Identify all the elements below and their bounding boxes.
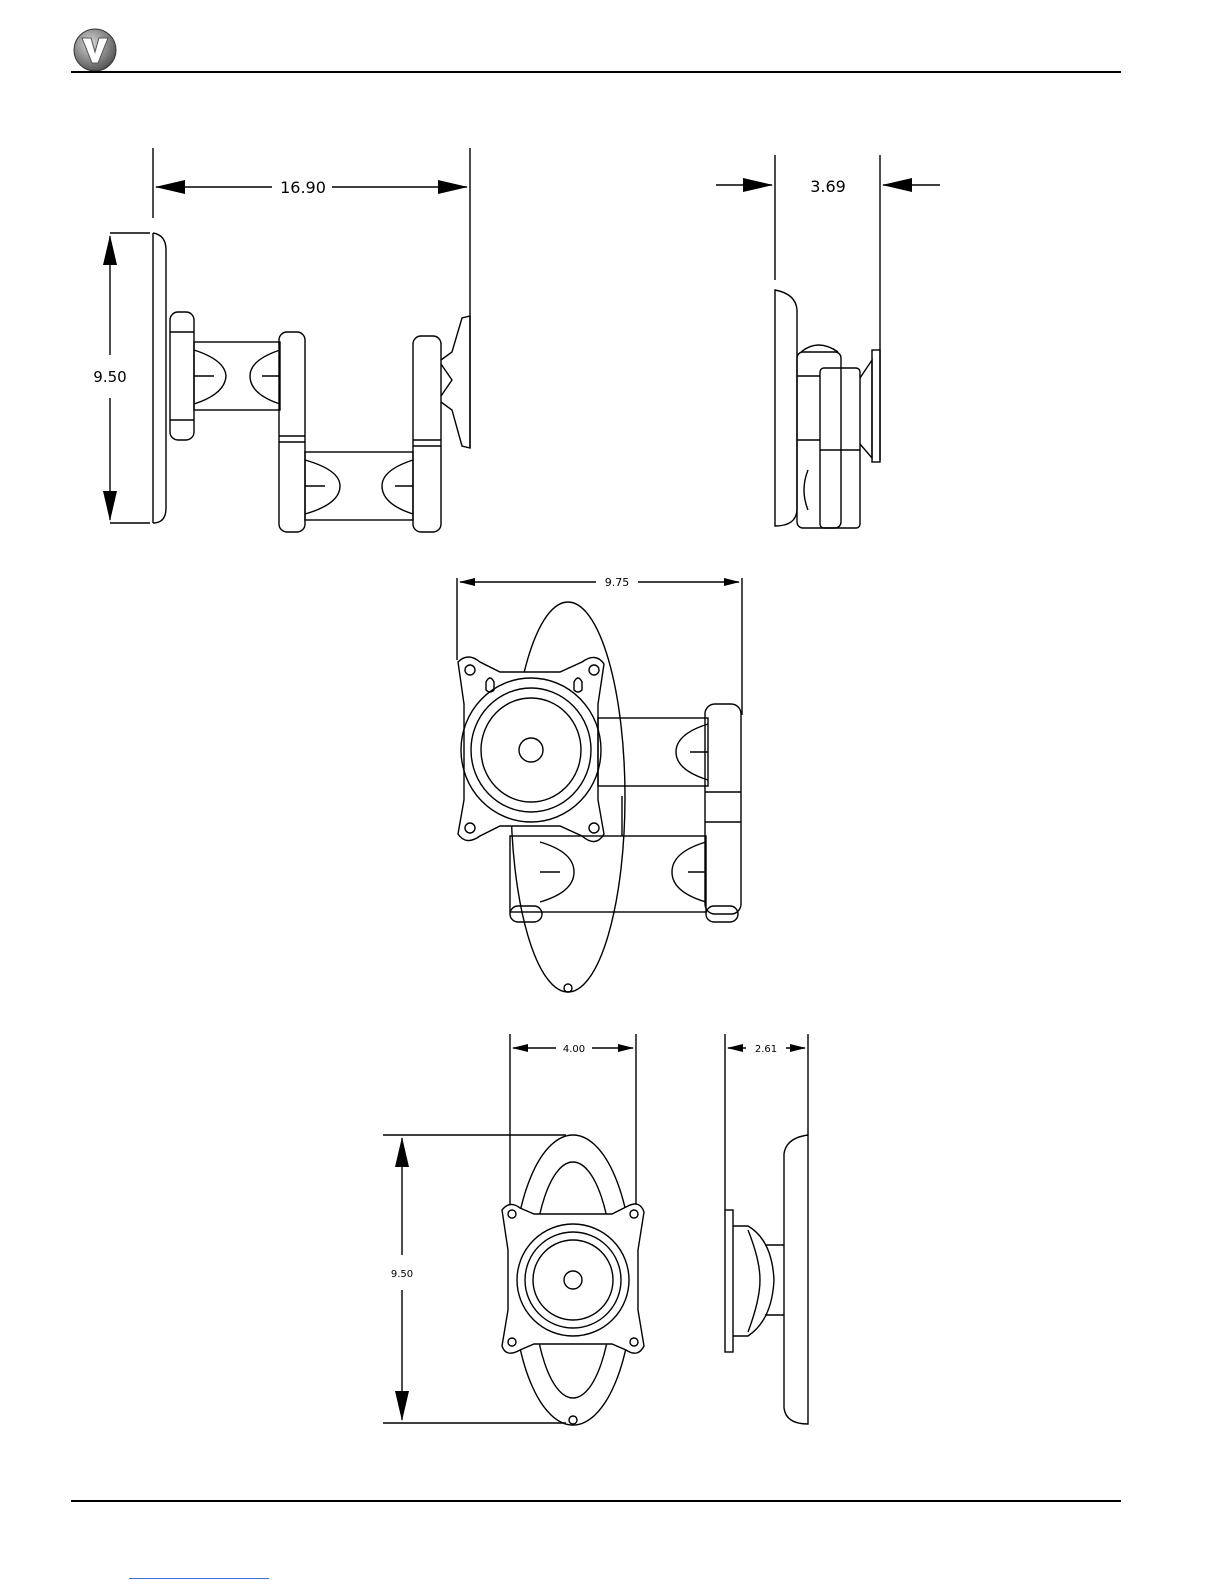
side-view-small: 2.61	[725, 1034, 808, 1424]
dim-label-depth: 3.69	[810, 177, 846, 196]
small-wall-plate	[784, 1135, 808, 1424]
dim-label-width: 16.90	[280, 178, 326, 197]
folded-arm-front	[820, 368, 860, 528]
hinge-1	[170, 312, 194, 440]
dim-label-plate-width: 4.00	[563, 1044, 585, 1055]
top-arm-2	[510, 836, 706, 912]
dim-label-plate-depth: 2.61	[755, 1044, 777, 1055]
hinge-3	[413, 336, 441, 532]
small-vesa-edge	[725, 1210, 733, 1352]
tilt-head	[441, 316, 470, 448]
dim-label-top-width: 9.75	[605, 576, 630, 589]
side-view-extended: 16.90 9.50	[93, 148, 470, 532]
wall-plate	[153, 233, 166, 523]
vesa-plate-edge	[872, 350, 880, 462]
front-vesa-plate	[502, 1204, 644, 1353]
dim-label-front-height: 9.50	[391, 1269, 413, 1280]
tilt-head-2	[860, 360, 872, 458]
small-tilt-head	[733, 1226, 774, 1336]
top-hinge	[705, 704, 741, 914]
side-view-folded: 3.69	[716, 155, 940, 528]
top-view: 9.75	[457, 576, 742, 992]
dim-label-height: 9.50	[93, 368, 126, 386]
hinge-2	[279, 332, 305, 532]
front-view: 4.00 9.50	[383, 1034, 644, 1425]
wall-plate-2	[775, 290, 797, 526]
